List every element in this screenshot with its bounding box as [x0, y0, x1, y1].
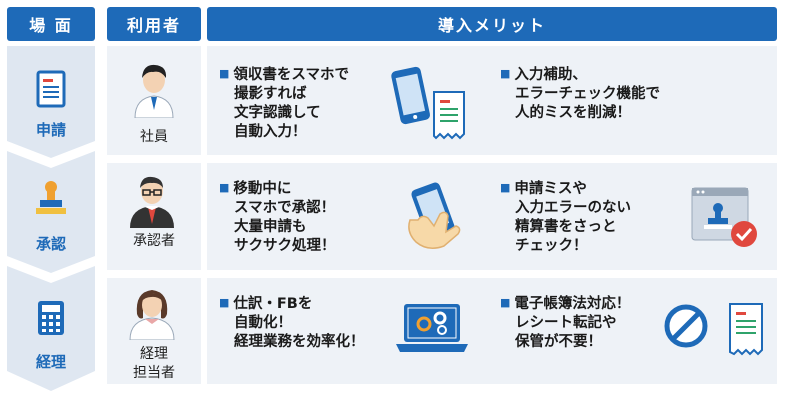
header-merit: 導入メリット — [207, 7, 777, 41]
stage-label-approve: 承認 — [35, 235, 66, 253]
benefit-line: サクサク処理！ — [234, 238, 336, 254]
approved-window-icon — [691, 187, 757, 247]
benefit-line: 文字認識して — [234, 105, 321, 121]
benefit-line: 人的ミスを削減！ — [515, 105, 631, 121]
benefit-line: 電子帳簿法対応！ — [514, 296, 631, 312]
calculator-icon — [38, 301, 64, 335]
benefit-accounting-right: ■電子帳簿法対応！ レシート転記や 保管が不要！ — [500, 296, 631, 350]
benefit-line: 大量申請も — [234, 219, 307, 235]
user-label-accountant: 経理 担当者 — [133, 346, 175, 381]
no-receipt-icon — [664, 303, 763, 356]
benefit-line: スマホで承認！ — [234, 200, 336, 216]
smartphone-receipt-icon — [391, 66, 465, 140]
benefit-line: 仕訳・FBを — [233, 296, 313, 312]
benefit-accounting-left: ■仕訳・FBを 自動化！ 経理業務を効率化！ — [219, 296, 365, 350]
benefit-approve-left: ■移動中に スマホで承認！ 大量申請も サクサク処理！ — [219, 181, 336, 254]
benefit-apply-right: ■入力補助、 エラーチェック機能で 人的ミスを削減！ — [500, 67, 660, 121]
benefit-line: レシート転記や — [515, 315, 617, 331]
avatar-accountant — [129, 290, 175, 340]
benefit-line: 経理業務を効率化！ — [234, 334, 365, 350]
user-label-approver: 承認者 — [133, 233, 175, 249]
benefit-line: 撮影すれば — [234, 86, 307, 102]
benefit-line: 入力エラーのない — [515, 200, 631, 216]
user-label-employee: 社員 — [140, 129, 168, 145]
header-scene: 場 面 — [7, 7, 95, 41]
stage-label-apply: 申請 — [35, 121, 66, 139]
benefit-approve-right: ■申請ミスや 入力エラーのない 精算書をさっと チェック！ — [500, 181, 631, 254]
stamp-icon — [36, 181, 66, 214]
avatar-employee — [134, 64, 174, 118]
merit-row-apply — [207, 46, 777, 155]
benefit-line: チェック！ — [515, 238, 588, 254]
hand-phone-icon — [408, 182, 461, 249]
benefit-line: 申請ミスや — [514, 181, 587, 197]
benefit-line: 精算書をさっと — [515, 219, 617, 235]
document-icon — [36, 70, 66, 108]
benefit-apply-left: ■領収書をスマホで 撮影すれば 文字認識して 自動入力！ — [219, 67, 349, 140]
benefit-line: 移動中に — [233, 181, 292, 197]
benefit-line: 領収書をスマホで — [233, 67, 349, 83]
benefit-line: 保管が不要！ — [515, 334, 602, 350]
benefit-line: エラーチェック機能で — [515, 86, 660, 102]
benefit-line: 入力補助、 — [514, 67, 587, 83]
benefit-line: 自動入力！ — [234, 124, 307, 140]
laptop-gears-icon — [396, 304, 468, 352]
header-user: 利用者 — [107, 7, 201, 41]
benefit-line: 自動化！ — [234, 315, 292, 331]
merit-row-approve — [207, 163, 777, 270]
stage-label-accounting: 経理 — [35, 353, 66, 371]
avatar-approver — [130, 176, 174, 228]
